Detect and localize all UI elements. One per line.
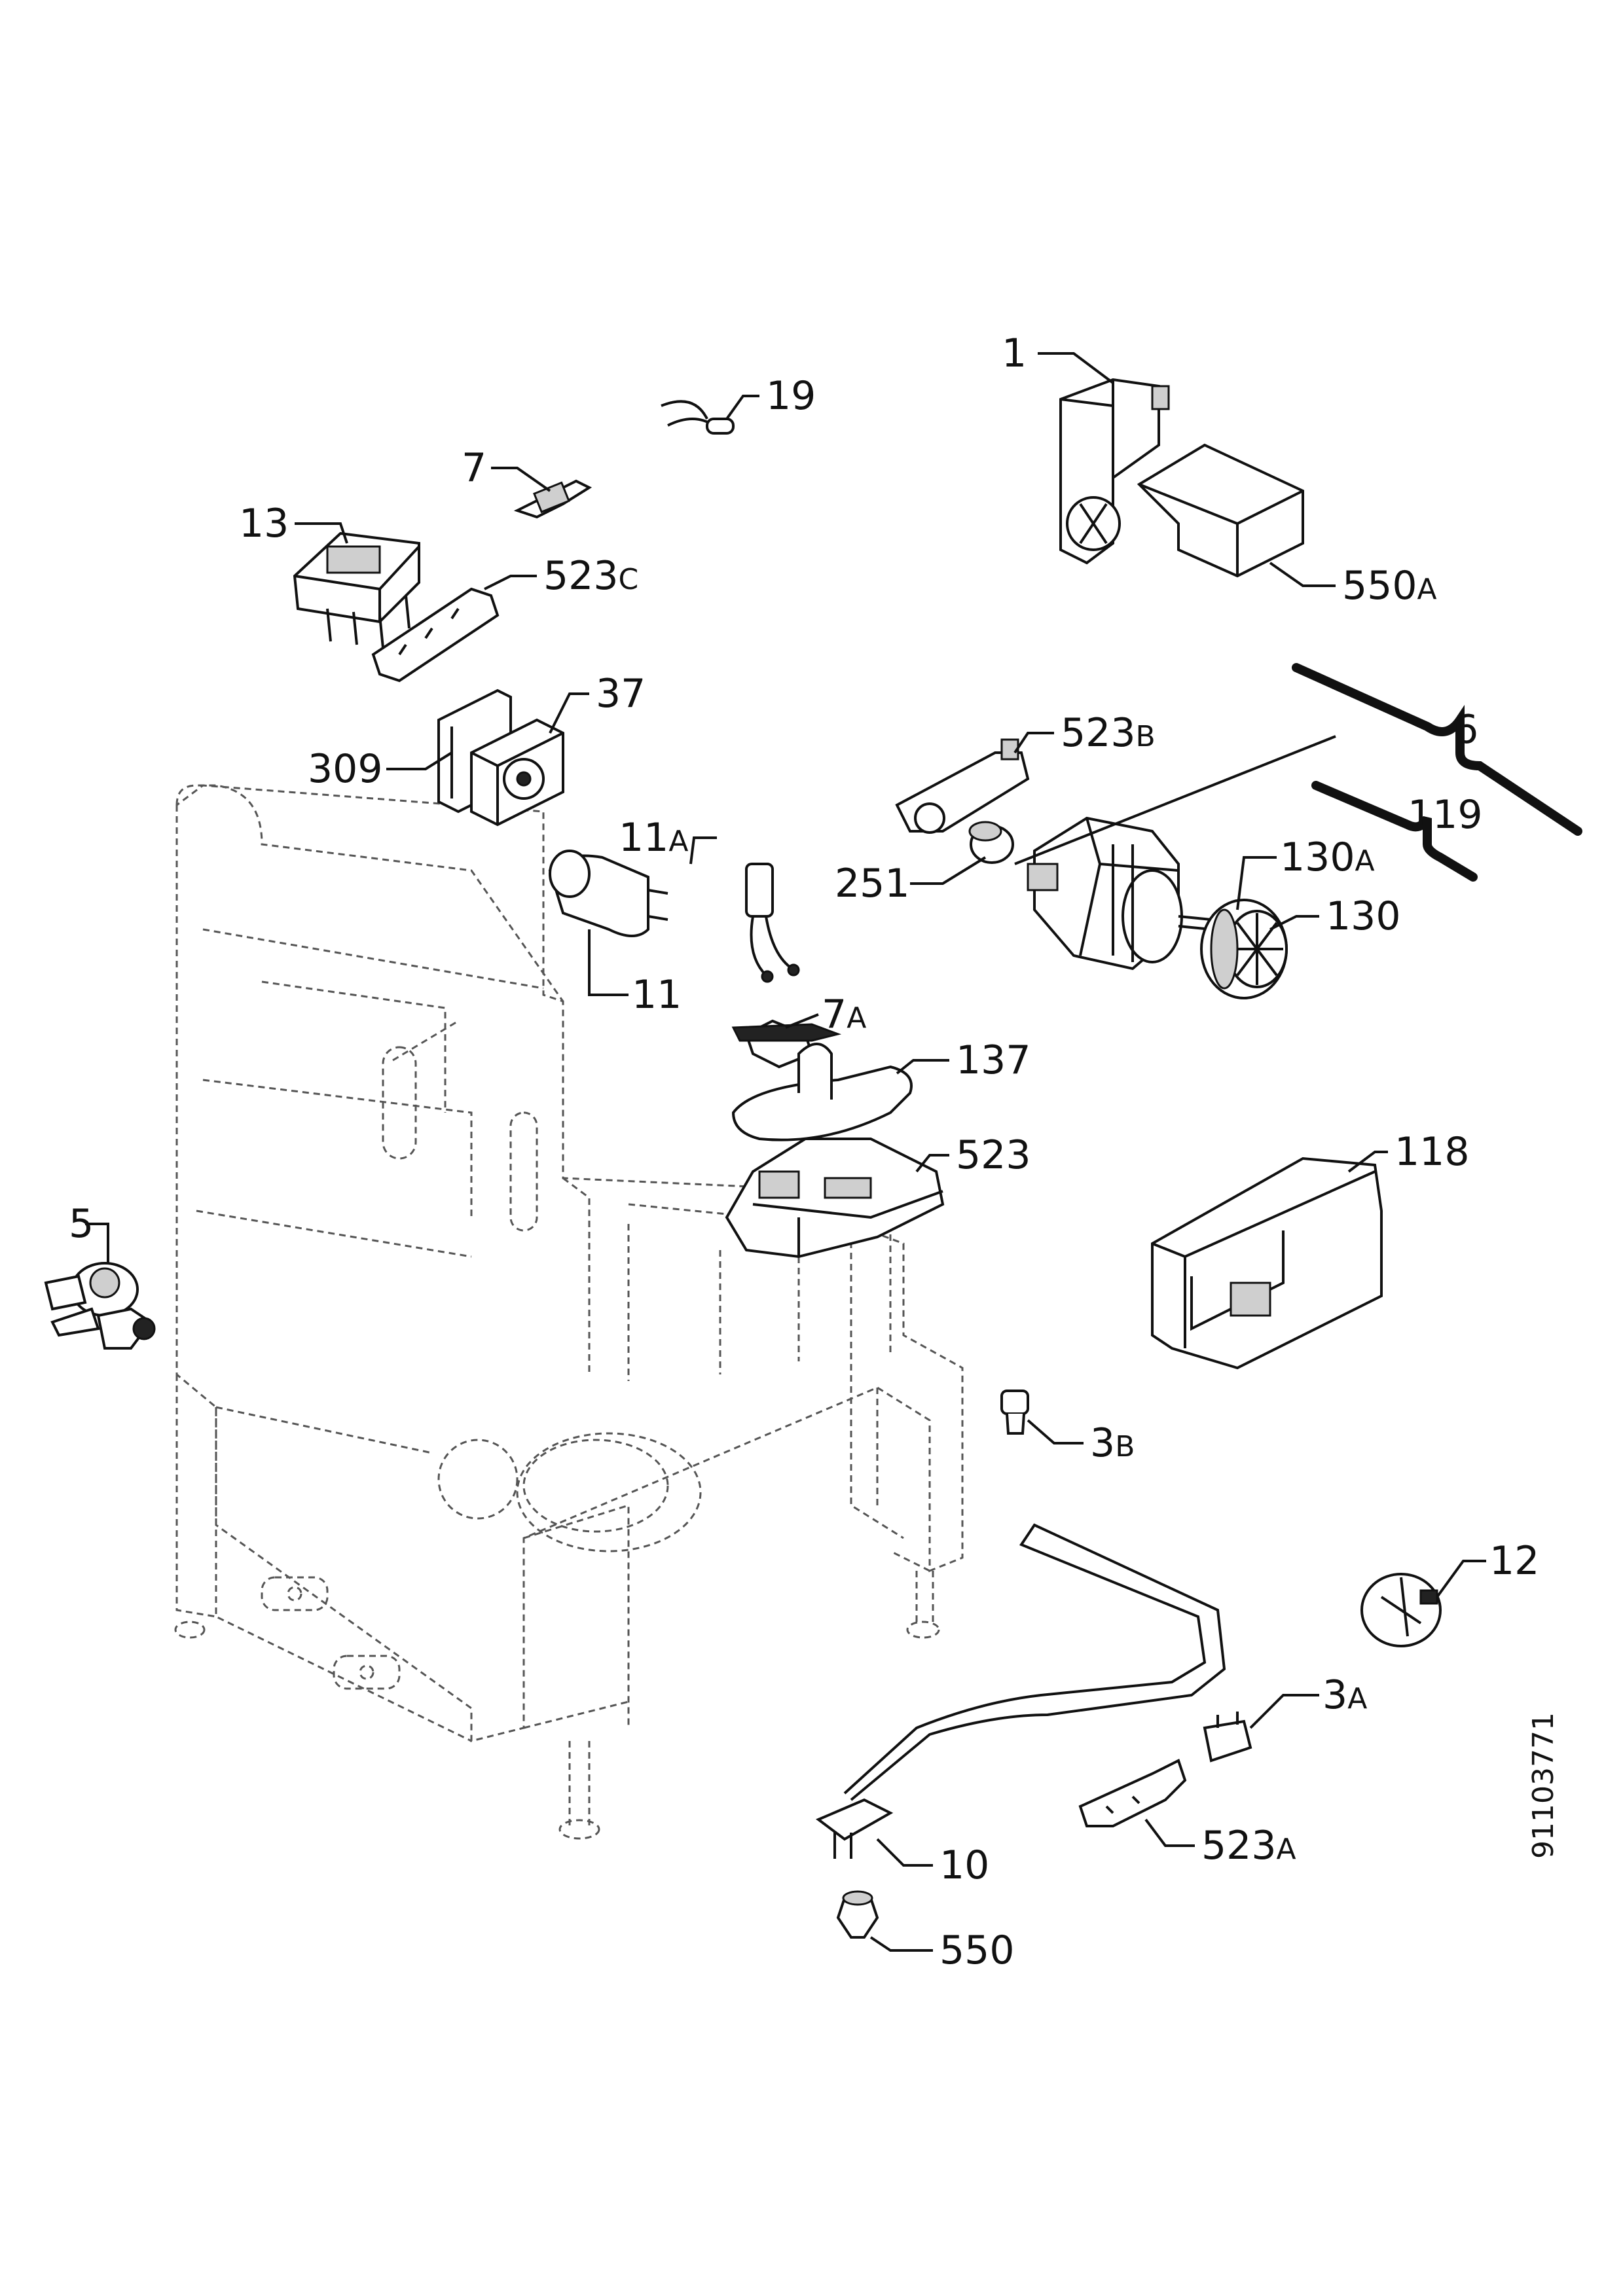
label-12: 12: [1489, 1538, 1539, 1584]
label-251: 251: [835, 861, 910, 906]
part-3b-drawing: [1000, 1390, 1029, 1435]
label-523: 523: [956, 1132, 1031, 1178]
group-brace-119: [1311, 781, 1478, 882]
group-brace-6: [1292, 663, 1582, 836]
label-130a: 130A: [1280, 834, 1375, 880]
label-119: 119: [1408, 792, 1483, 838]
label-7a: 7A: [822, 992, 866, 1037]
part-523a-drawing: [1078, 1759, 1187, 1827]
part-7-drawing: [513, 479, 593, 519]
appliance-frame: [174, 784, 964, 1840]
part-10-drawing: [816, 1523, 1226, 1859]
part-523c-drawing: [371, 587, 500, 683]
label-523b: 523B: [1061, 710, 1156, 756]
part-13-drawing: [293, 531, 420, 649]
label-3b: 3B: [1090, 1420, 1135, 1466]
part-137-drawing: [731, 1043, 913, 1141]
part-37-drawing: [470, 718, 564, 827]
part-118-drawing: [1151, 1157, 1383, 1370]
label-19: 19: [766, 373, 816, 419]
label-137: 137: [956, 1037, 1031, 1083]
part-1-drawing: [1059, 378, 1170, 565]
part-11-drawing: [548, 850, 668, 937]
label-5: 5: [69, 1201, 94, 1247]
label-11: 11: [632, 972, 682, 1018]
label-309: 309: [308, 746, 383, 792]
label-7: 7: [462, 445, 486, 491]
leader-lines: [85, 352, 1486, 1952]
label-118: 118: [1395, 1129, 1470, 1175]
label-3a: 3A: [1322, 1672, 1367, 1718]
part-12-drawing: [1360, 1573, 1442, 1647]
part-labels: 1 19 7 13 523C 550A 37 309 523B 6 119 11…: [69, 331, 1539, 1973]
part-6-drawing: [1027, 816, 1212, 971]
label-37: 37: [596, 671, 646, 717]
part-523-drawing: [725, 1138, 945, 1259]
label-1: 1: [1002, 331, 1027, 376]
label-10: 10: [939, 1842, 989, 1888]
document-number: 91103771: [1527, 1712, 1560, 1859]
part-550-drawing: [836, 1890, 879, 1939]
label-11a: 11A: [619, 815, 688, 861]
part-130a-drawing: [1210, 908, 1239, 990]
label-6: 6: [1453, 707, 1478, 753]
part-3a-drawing: [1203, 1712, 1252, 1763]
label-550a: 550A: [1342, 563, 1437, 609]
label-550: 550: [939, 1928, 1015, 1973]
part-5-drawing: [44, 1262, 156, 1350]
label-130: 130: [1326, 893, 1401, 939]
part-523b-drawing: [895, 738, 1030, 834]
part-19-drawing: [661, 400, 735, 435]
part-11a-drawing: [745, 863, 800, 983]
label-523a: 523A: [1201, 1823, 1296, 1869]
part-550a-drawing: [1137, 443, 1304, 578]
label-523c: 523C: [543, 553, 638, 599]
part-251-drawing: [968, 821, 1014, 864]
label-13: 13: [239, 501, 289, 547]
